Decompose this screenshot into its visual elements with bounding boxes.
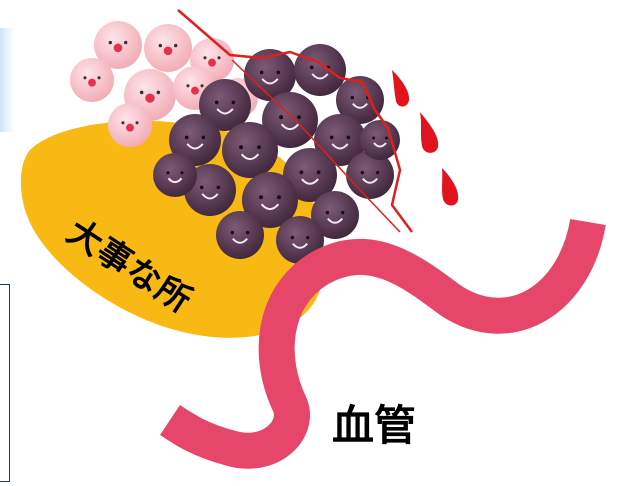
smiling-purple-cell-icon (360, 120, 400, 160)
boundary-line (177, 9, 414, 233)
smiling-purple-cell-icon (242, 172, 298, 228)
smiling-pink-cell-icon (70, 58, 114, 102)
cancer-cells (153, 44, 400, 264)
smiling-purple-cell-icon (184, 164, 236, 216)
blood-drops (392, 70, 459, 206)
smiling-purple-cell-icon (153, 153, 197, 197)
smiling-purple-cell-icon (314, 114, 366, 166)
smiling-purple-cell-icon (199, 79, 251, 131)
blood-drop-icon (442, 168, 459, 206)
edge-frame (0, 284, 10, 482)
blood-drop-icon (420, 112, 439, 153)
blood-drop-icon (392, 70, 410, 107)
smiling-purple-cell-icon (311, 191, 359, 239)
normal-cells (70, 21, 258, 147)
boundary-line-2 (231, 59, 401, 233)
edge-shadow (0, 28, 14, 132)
smiling-purple-cell-icon (262, 92, 318, 148)
blood-vessel (160, 218, 606, 469)
smiling-pink-cell-icon (108, 103, 152, 147)
smiling-purple-cell-icon (222, 122, 278, 178)
smiling-purple-cell-icon (216, 211, 264, 259)
smiling-purple-cell-icon (283, 148, 337, 202)
smiling-purple-cell-icon (294, 44, 346, 96)
smiling-purple-cell-icon (244, 49, 296, 101)
smiling-purple-cell-icon (169, 114, 221, 166)
blood-vessel-label: 血管 (332, 401, 417, 450)
smiling-pink-cell-icon (144, 24, 192, 72)
smiling-pink-cell-icon (94, 21, 142, 69)
